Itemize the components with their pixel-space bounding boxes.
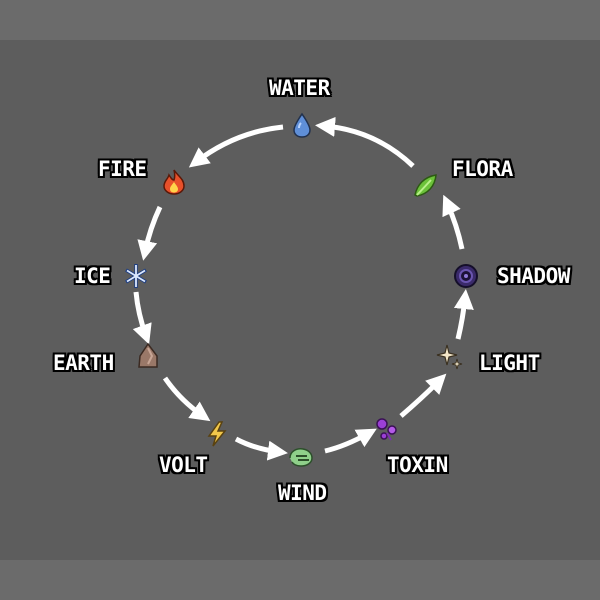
wind-icon[interactable] — [287, 444, 315, 472]
arrow-toxin-to-light — [399, 373, 447, 418]
toxin-icon[interactable] — [373, 415, 401, 443]
label-wind: WIND — [278, 481, 327, 505]
arrow-water-to-fire — [188, 124, 284, 168]
arrow-light-to-shadow — [453, 289, 474, 340]
shadow-orb-icon[interactable] — [452, 262, 480, 290]
label-flora: FLORA — [452, 157, 513, 181]
leaf-icon[interactable] — [412, 171, 440, 199]
label-toxin: TOXIN — [387, 453, 448, 477]
arrow-shadow-to-flora — [442, 194, 465, 250]
arrow-ice-to-earth — [132, 291, 152, 345]
label-water: WATER — [269, 76, 330, 100]
water-drop-icon[interactable] — [288, 111, 316, 139]
arrow-flora-to-water — [315, 116, 415, 168]
rock-icon[interactable] — [134, 342, 162, 370]
label-light: LIGHT — [479, 351, 540, 375]
label-shadow: SHADOW — [497, 264, 570, 288]
bolt-icon[interactable] — [203, 420, 231, 448]
sparkle-icon[interactable] — [436, 343, 464, 371]
arrow-volt-to-wind — [234, 436, 288, 461]
flame-icon[interactable] — [160, 168, 188, 196]
label-ice: ICE — [74, 264, 111, 288]
label-fire: FIRE — [98, 157, 147, 181]
arrow-fire-to-ice — [137, 205, 163, 261]
arrow-wind-to-toxin — [324, 428, 377, 454]
label-earth: EARTH — [53, 351, 114, 375]
arrow-earth-to-volt — [162, 376, 211, 422]
label-volt: VOLT — [159, 453, 208, 477]
snowflake-icon[interactable] — [122, 262, 150, 290]
